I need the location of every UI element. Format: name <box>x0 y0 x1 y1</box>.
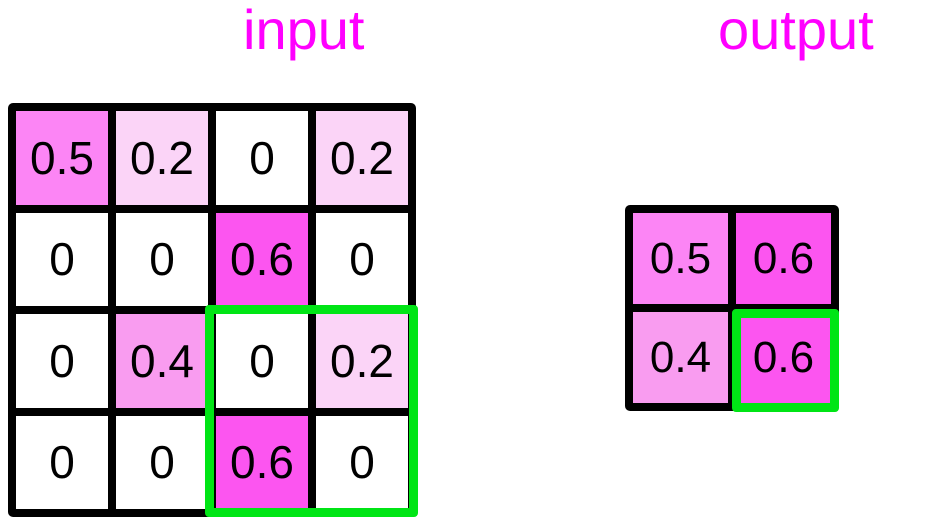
input-cell-r3c4: 0.2 <box>316 314 408 408</box>
input-cell-r2c3: 0.6 <box>216 212 308 306</box>
input-cell-r3c1: 0 <box>16 314 108 408</box>
output-label: output <box>718 0 874 61</box>
input-cell-r3c2: 0.4 <box>116 314 208 408</box>
input-cell-r4c2: 0 <box>116 415 208 509</box>
output-cell-r1c1: 0.5 <box>633 213 728 304</box>
input-cell-r3c3: 0 <box>216 314 308 408</box>
input-cell-r1c3: 0 <box>216 111 308 205</box>
input-cell-r1c1: 0.5 <box>16 111 108 205</box>
input-cell-r1c4: 0.2 <box>316 111 408 205</box>
output-cell-r2c2: 0.6 <box>736 312 831 403</box>
input-cell-r4c1: 0 <box>16 415 108 509</box>
output-cell-r2c1: 0.4 <box>633 312 728 403</box>
input-cell-r2c4: 0 <box>316 212 408 306</box>
input-cell-r2c2: 0 <box>116 212 208 306</box>
input-cell-r1c2: 0.2 <box>116 111 208 205</box>
input-label: input <box>243 0 365 61</box>
input-cell-r4c3: 0.6 <box>216 415 308 509</box>
input-cell-r2c1: 0 <box>16 212 108 306</box>
input-cell-r4c4: 0 <box>316 415 408 509</box>
output-cell-r1c2: 0.6 <box>736 213 831 304</box>
